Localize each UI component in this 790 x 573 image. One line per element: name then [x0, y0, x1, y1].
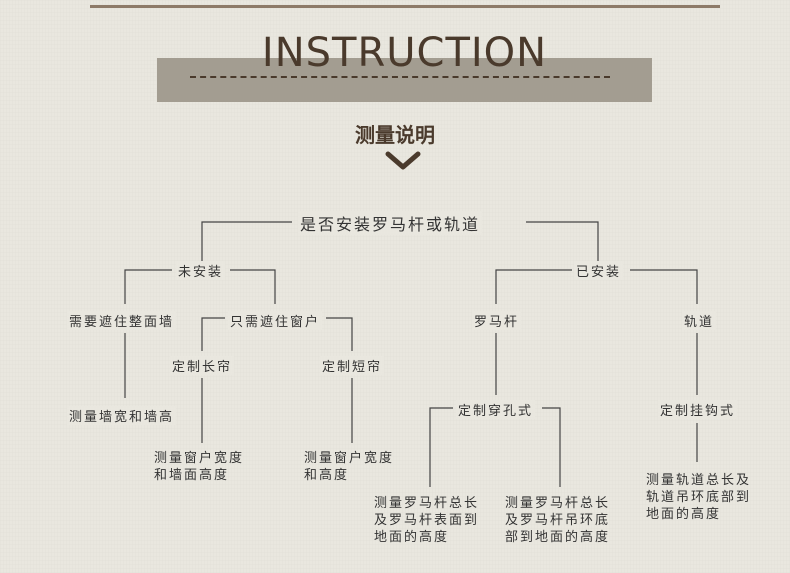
node-punch: 定制穿孔式 — [456, 400, 536, 419]
subtitle: 测量说明 — [355, 123, 435, 147]
connector-punch — [429, 407, 453, 487]
node-measure-long-curtain: 测量窗户宽度 和墙面高度 — [154, 451, 245, 483]
node-long-curtain: 定制长帘 — [170, 356, 235, 375]
connector-cover-window — [201, 317, 225, 351]
node-hook: 定制挂钩式 — [658, 400, 738, 419]
node-measure-wall: 测量墙宽和墙高 — [67, 406, 177, 425]
node-track: 轨道 — [682, 311, 717, 330]
chevron-down-icon — [385, 151, 421, 170]
connector-punch-right — [542, 407, 561, 487]
connector-cover-window-right — [326, 317, 353, 351]
title-banner — [157, 58, 652, 102]
connector-installed — [495, 269, 572, 304]
connector-root — [201, 221, 292, 262]
connector-not-installed-right — [230, 269, 276, 304]
connector-installed-right — [630, 269, 698, 304]
node-root: 是否安装罗马杆或轨道 — [298, 211, 483, 235]
top-rule — [90, 5, 720, 8]
node-measure-track: 测量轨道总长及 轨道吊环底部到 地面的高度 — [646, 473, 752, 522]
node-measure-short-curtain: 测量窗户宽度 和高度 — [304, 451, 395, 483]
node-measure-rod-surface: 测量罗马杆总长 及罗马杆表面到 地面的高度 — [374, 496, 480, 545]
page-title: INSTRUCTION — [261, 30, 548, 76]
node-not-installed: 未安装 — [176, 261, 226, 280]
connector-root-right — [526, 221, 599, 262]
node-measure-rod-ring: 测量罗马杆总长 及罗马杆吊环底 部到地面的高度 — [505, 496, 611, 545]
node-rod: 罗马杆 — [472, 311, 522, 330]
node-short-curtain: 定制短帘 — [320, 356, 385, 375]
node-installed: 已安装 — [574, 261, 624, 280]
title-dash-line — [190, 76, 610, 78]
node-cover-wall: 需要遮住整面墙 — [67, 311, 177, 330]
node-cover-window: 只需遮住窗户 — [228, 311, 323, 330]
connector-not-installed — [124, 269, 172, 304]
